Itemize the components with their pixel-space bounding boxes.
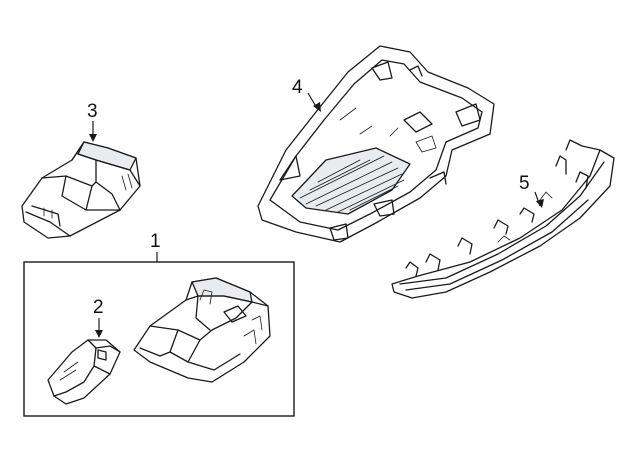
part-2-bracket [47,339,121,405]
arrow-4 [313,102,321,112]
kit-box [23,261,295,417]
arrow-2 [95,330,103,338]
part-5-trim-strip [391,139,615,299]
callout-4: 4 [292,77,303,98]
callout-2: 2 [93,297,104,318]
part-3-housing [21,141,141,239]
part-1-module [133,277,271,383]
callout-5: 5 [519,173,530,194]
arrow-5 [536,199,544,208]
part-4-console-frame [257,45,495,243]
callout-3: 3 [87,101,98,122]
callout-1: 1 [150,231,161,252]
arrow-3 [89,134,97,142]
